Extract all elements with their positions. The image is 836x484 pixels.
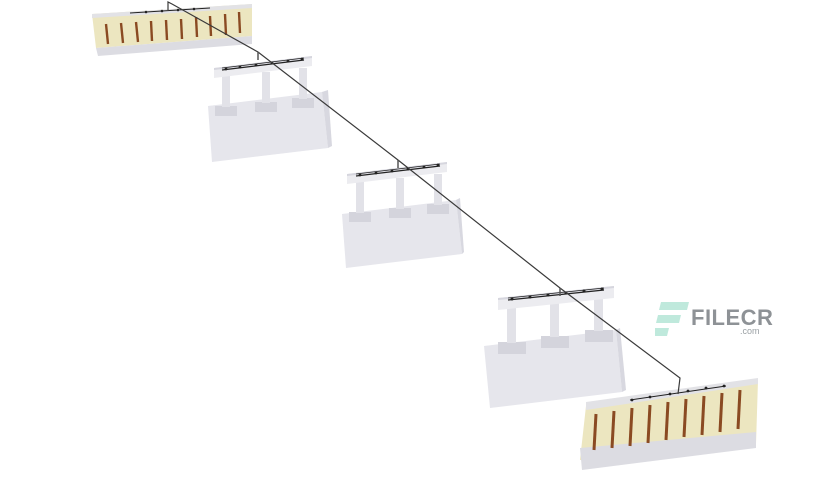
pier-2 [342, 162, 464, 268]
left-abutment [92, 4, 252, 56]
watermark-suffix: .com [740, 326, 760, 336]
watermark-text: FILECR [691, 305, 774, 330]
pier-1 [208, 56, 332, 162]
pier-3 [484, 286, 626, 408]
right-abutment [580, 378, 758, 470]
cable-line [167, 1, 681, 395]
filecr-logo-icon [655, 302, 689, 336]
filecr-watermark: FILECR .com [655, 300, 773, 340]
